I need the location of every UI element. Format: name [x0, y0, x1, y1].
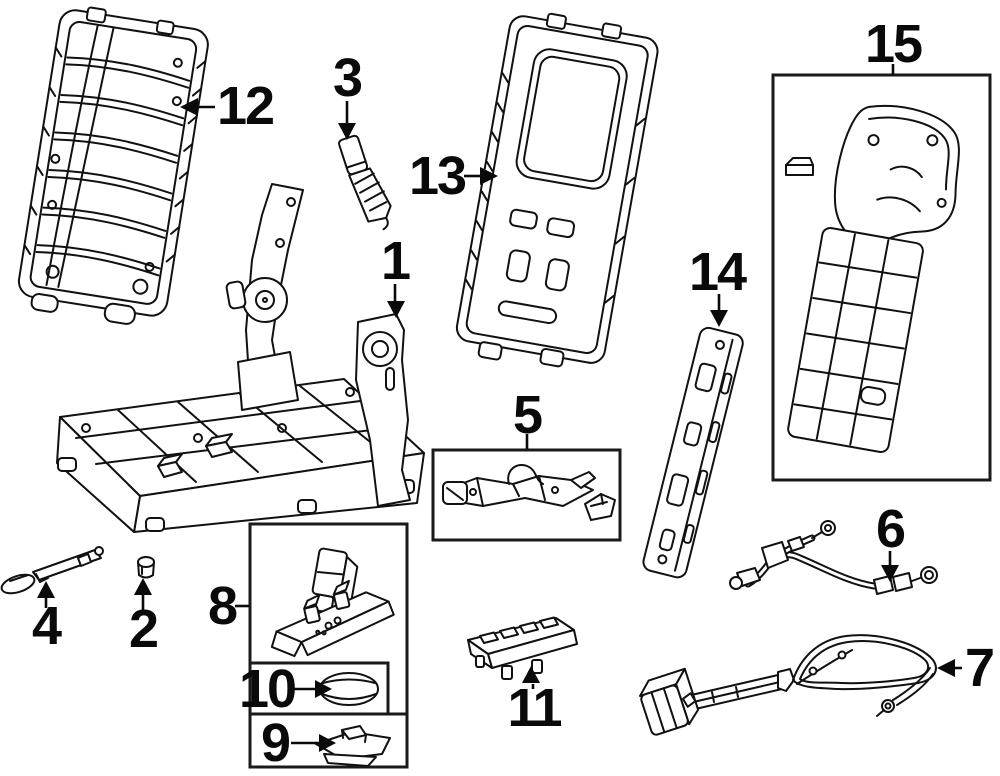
callout-arrow-13: [464, 167, 498, 185]
part-12-drawing: [17, 6, 209, 325]
part-9-drawing: [315, 725, 391, 767]
callout-label-11[interactable]: 11: [507, 678, 562, 738]
callout-label-9[interactable]: 9: [260, 713, 291, 773]
callout-label-6[interactable]: 6: [875, 499, 906, 559]
callout-label-14[interactable]: 14: [688, 242, 747, 302]
callout-label-15[interactable]: 15: [864, 14, 923, 74]
part-6-drawing: [729, 520, 938, 595]
callout-label-1[interactable]: 1: [380, 231, 411, 291]
callout-label-10[interactable]: 10: [238, 659, 297, 719]
callout-arrow-10: [292, 680, 332, 698]
part-14-drawing: [642, 326, 744, 579]
callout-arrow-7: [937, 659, 962, 677]
callout-arrow-2: [134, 578, 152, 610]
part-1-drawing: [56, 183, 425, 533]
callout-label-3[interactable]: 3: [332, 48, 363, 108]
part-8-bezel-drawing: [270, 579, 395, 658]
part-3-drawing: [338, 134, 392, 231]
callout-arrow-11: [522, 666, 540, 689]
callout-arrow-3: [338, 101, 356, 140]
callout-label-4[interactable]: 4: [31, 596, 62, 656]
part-5b-drawing: [584, 493, 616, 521]
callout-label-12[interactable]: 12: [216, 76, 275, 136]
part-13-drawing: [455, 12, 659, 368]
callout-arrow-1: [387, 284, 405, 318]
callout-label-8[interactable]: 8: [207, 576, 238, 636]
callout-label-13[interactable]: 13: [408, 146, 467, 206]
callout-arrow-14: [710, 294, 728, 327]
part-15-drawing: [787, 104, 960, 453]
part-7-drawing: [639, 634, 937, 736]
part-2-drawing: [137, 556, 155, 579]
callout-arrows: [37, 64, 962, 752]
callout-arrow-12: [180, 98, 215, 116]
callout-label-7[interactable]: 7: [964, 638, 995, 698]
callout-label-5[interactable]: 5: [512, 385, 543, 445]
callout-arrow-9: [291, 734, 336, 752]
callout-label-2[interactable]: 2: [128, 599, 159, 659]
callout-arrow-4: [37, 581, 55, 608]
part-5-drawing: [442, 464, 596, 507]
part-4-drawing: [0, 546, 104, 595]
part-11-drawing: [467, 616, 578, 680]
part-15-cap-drawing: [785, 157, 814, 176]
callout-arrow-6: [881, 551, 899, 582]
